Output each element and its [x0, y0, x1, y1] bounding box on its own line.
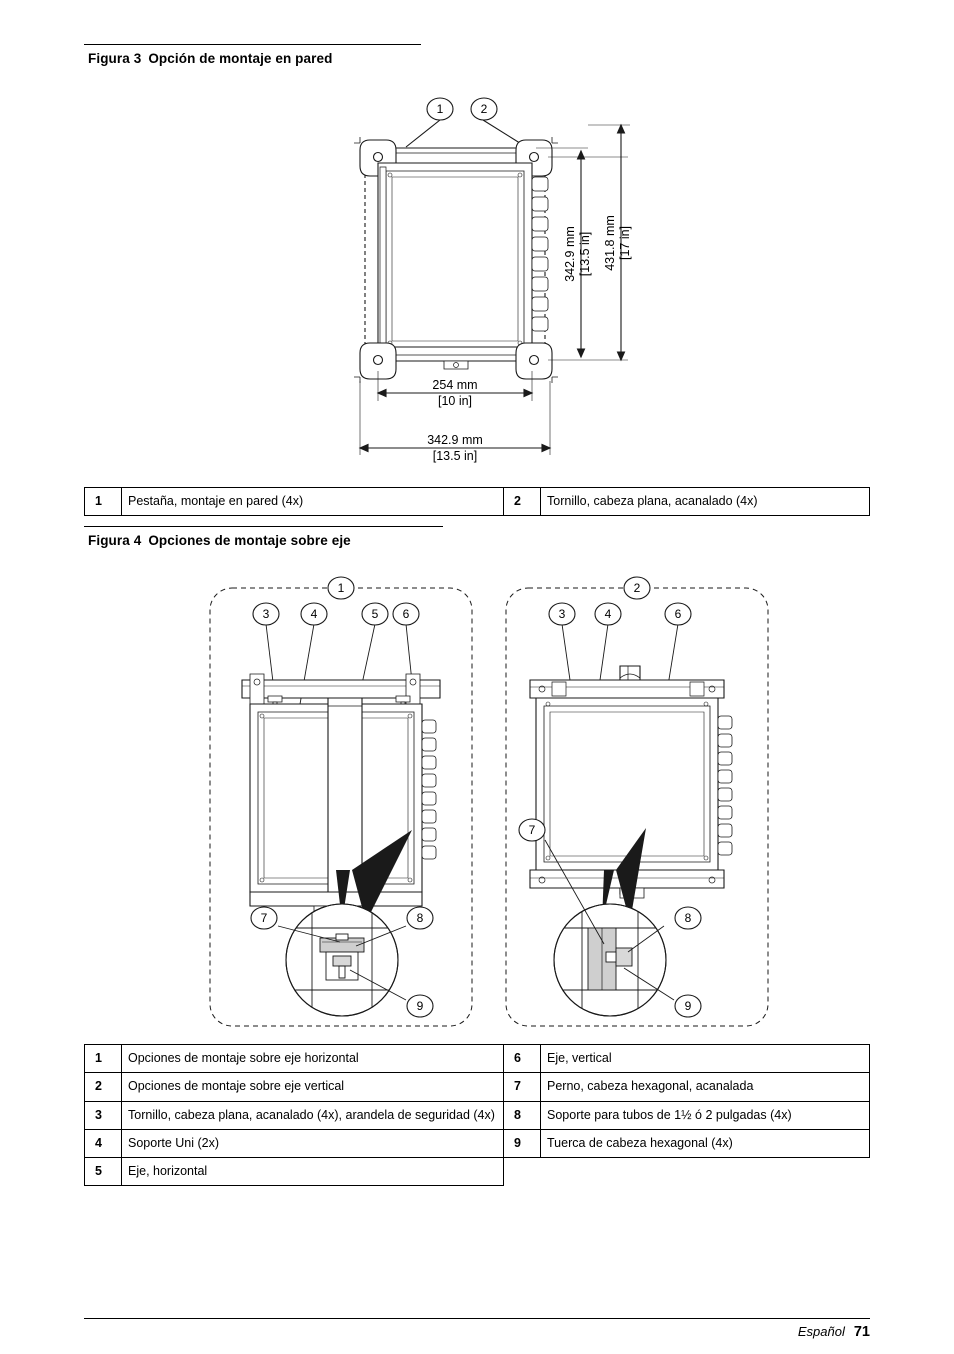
- figure3-caption: Figura 3 Opción de montaje en pared: [88, 51, 332, 66]
- figure4-callout-3-left: 3: [263, 607, 270, 621]
- figure4-callout-7-right: 7: [529, 823, 536, 837]
- figure4-legend-num-4: 4: [84, 1128, 122, 1159]
- figure4-legend-text-1: Opciones de montaje sobre eje horizontal: [121, 1043, 504, 1074]
- figure4-callout-5-left: 5: [372, 607, 379, 621]
- figure4-legend-num-1: 1: [84, 1043, 122, 1074]
- figure3-dim3-in: [10 in]: [438, 394, 472, 408]
- figure3-legend-text-1: Pestaña, montaje en pared (4x): [121, 486, 504, 517]
- figure4-callout-7-left: 7: [261, 911, 268, 925]
- figure4-legend-text-5: Eje, horizontal: [121, 1156, 504, 1187]
- figure3-legend-num-1: 1: [84, 486, 122, 517]
- figure4-legend-text-8: Soporte para tubos de 1½ ó 2 pulgadas (4…: [540, 1100, 870, 1130]
- figure4-legend-text-4: Soporte Uni (2x): [121, 1128, 504, 1159]
- figure4-legend-num-6: 6: [503, 1043, 541, 1074]
- footer-rule: [84, 1318, 870, 1319]
- table-row: 4 Soporte Uni (2x) 9 Tuerca de cabeza he…: [84, 1128, 870, 1159]
- figure3-callout-1: 1: [437, 102, 444, 116]
- footer: Español 71: [798, 1324, 870, 1340]
- figure4-legend-text-7: Perno, cabeza hexagonal, acanalada: [540, 1072, 870, 1102]
- figure4-legend-text-2: Opciones de montaje sobre eje vertical: [121, 1072, 504, 1102]
- figure3-dim4-mm: 342.9 mm: [427, 433, 483, 447]
- figure3-dim1-mm: 342.9 mm: [563, 226, 577, 282]
- figure4-legend-table: 1 Opciones de montaje sobre eje horizont…: [84, 1043, 870, 1187]
- footer-language: Español: [797, 1324, 845, 1339]
- figure3-dim4-in: [13.5 in]: [433, 449, 477, 463]
- figure3-caption-rule: [84, 44, 421, 45]
- footer-page-number: 71: [853, 1324, 870, 1340]
- figure4-legend-num-5: 5: [84, 1156, 122, 1187]
- figure4-callout-8-left: 8: [417, 911, 424, 925]
- figure4-legend-num-7: 7: [503, 1072, 541, 1102]
- figure3-legend-num-2: 2: [503, 486, 541, 517]
- figure4-callout-4-right: 4: [605, 607, 612, 621]
- figure4-caption: Figura 4 Opciones de montaje sobre eje: [88, 533, 351, 548]
- figure4-caption-text: Opciones de montaje sobre eje: [148, 533, 351, 548]
- figure4-caption-rule: [84, 526, 443, 527]
- figure4-legend-empty-text: [541, 1158, 870, 1186]
- figure4-callout-8-right: 8: [685, 911, 692, 925]
- table-row: 2 Opciones de montaje sobre eje vertical…: [84, 1072, 870, 1102]
- figure4-callout-3-right: 3: [559, 607, 566, 621]
- figure3-dim2-mm: 431.8 mm: [603, 215, 617, 271]
- figure4-callout-9-right: 9: [685, 999, 692, 1013]
- figure3-drawing: 1 2 342.9 mm [13.5 in] 431.8 mm [17 in] …: [340, 85, 680, 475]
- figure4-legend-text-6: Eje, vertical: [540, 1043, 870, 1074]
- table-row: 1 Opciones de montaje sobre eje horizont…: [84, 1043, 870, 1074]
- figure3-caption-number: Figura 3: [88, 51, 142, 66]
- figure4-callout-6-right: 6: [675, 607, 682, 621]
- figure3-dim3-mm: 254 mm: [432, 378, 477, 392]
- figure4-caption-number: Figura 4: [88, 533, 142, 548]
- table-row: 5 Eje, horizontal: [84, 1156, 870, 1187]
- figure4-legend-empty-num: [504, 1158, 541, 1186]
- table-row: 1 Pestaña, montaje en pared (4x) 2 Torni…: [84, 486, 870, 517]
- figure4-callout-6-left: 6: [403, 607, 410, 621]
- figure4-legend-text-9: Tuerca de cabeza hexagonal (4x): [540, 1128, 870, 1159]
- figure3-dim2-in: [17 in]: [618, 226, 632, 260]
- figure4-legend-num-8: 8: [503, 1100, 541, 1130]
- figure4-drawing: 1 3 4 5 6 7 8 9 2 3: [200, 570, 780, 1035]
- table-row: 3 Tornillo, cabeza plana, acanalado (4x)…: [84, 1100, 870, 1130]
- figure3-callout-2: 2: [481, 102, 488, 116]
- figure3-legend-text-2: Tornillo, cabeza plana, acanalado (4x): [540, 486, 870, 517]
- figure4-callout-2: 2: [634, 581, 641, 595]
- figure4-legend-num-9: 9: [503, 1128, 541, 1159]
- figure3-legend-table: 1 Pestaña, montaje en pared (4x) 2 Torni…: [84, 486, 870, 517]
- figure4-callout-9-left: 9: [417, 999, 424, 1013]
- figure4-callout-1: 1: [338, 581, 345, 595]
- figure3-caption-text: Opción de montaje en pared: [148, 51, 333, 66]
- figure4-legend-num-2: 2: [84, 1072, 122, 1102]
- figure4-legend-text-3: Tornillo, cabeza plana, acanalado (4x), …: [121, 1100, 504, 1130]
- figure3-dim1-in: [13.5 in]: [578, 232, 592, 276]
- figure4-callout-4-left: 4: [311, 607, 318, 621]
- figure4-legend-num-3: 3: [84, 1100, 122, 1130]
